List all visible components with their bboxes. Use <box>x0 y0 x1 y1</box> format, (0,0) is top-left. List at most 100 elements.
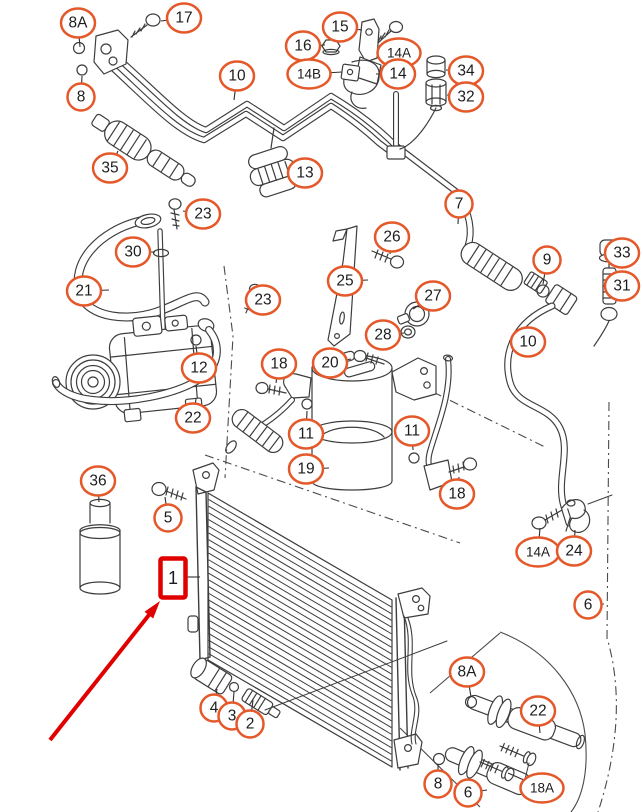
svg-text:20: 20 <box>321 355 339 372</box>
svg-text:8A: 8A <box>69 15 89 32</box>
svg-text:8: 8 <box>434 776 443 793</box>
bolt-5-drawing <box>151 481 187 501</box>
valve-caps-drawing <box>425 55 447 112</box>
svg-text:30: 30 <box>124 244 142 261</box>
highlight-box-1[interactable]: 1 <box>158 556 188 600</box>
callout-15[interactable]: 15 <box>321 11 359 43</box>
pipe-flange-drawing <box>72 13 161 76</box>
o-ring-8a-drawing <box>72 41 86 55</box>
callout-28[interactable]: 28 <box>364 319 402 351</box>
callout-36[interactable]: 36 <box>79 465 117 497</box>
callout-7[interactable]: 7 <box>444 189 474 219</box>
svg-text:8A: 8A <box>458 664 478 681</box>
callout-2[interactable]: 2 <box>235 709 265 739</box>
callout-9[interactable]: 9 <box>532 245 562 275</box>
callout-26[interactable]: 26 <box>373 221 411 253</box>
callout-25[interactable]: 25 <box>326 265 364 297</box>
callout-24[interactable]: 24 <box>555 535 593 567</box>
callout-14[interactable]: 14 <box>379 58 417 90</box>
callout-6[interactable]: 6 <box>573 590 603 620</box>
callout-13[interactable]: 13 <box>286 157 324 189</box>
svg-text:22: 22 <box>184 410 201 427</box>
callout-22[interactable]: 22 <box>519 695 557 727</box>
callout-10[interactable]: 10 <box>509 326 547 358</box>
callout-8[interactable]: 8 <box>66 82 96 112</box>
oil-bottle-drawing <box>79 498 121 595</box>
svg-text:14: 14 <box>389 66 407 83</box>
callout-11[interactable]: 11 <box>287 418 325 450</box>
callout-23[interactable]: 23 <box>244 284 282 316</box>
svg-text:4: 4 <box>210 700 219 717</box>
svg-text:2: 2 <box>246 716 255 733</box>
callout-20[interactable]: 20 <box>311 347 349 379</box>
svg-text:10: 10 <box>228 68 246 85</box>
svg-text:6: 6 <box>464 785 473 802</box>
callout-12[interactable]: 12 <box>180 352 218 384</box>
o-ring-11a-drawing <box>301 398 313 410</box>
hose-7-drawing <box>454 189 578 527</box>
svg-text:12: 12 <box>190 360 207 377</box>
drier-bracket-drawing <box>391 357 437 401</box>
callout-34[interactable]: 34 <box>447 55 485 87</box>
svg-text:1: 1 <box>168 568 178 588</box>
callout-35[interactable]: 35 <box>91 152 129 184</box>
callout-27[interactable]: 27 <box>414 280 452 312</box>
svg-text:18A: 18A <box>530 781 554 796</box>
callout-8A[interactable]: 8A <box>448 656 486 688</box>
bolt-23a-drawing <box>168 198 182 210</box>
svg-text:21: 21 <box>75 283 92 300</box>
callout-32[interactable]: 32 <box>447 81 485 113</box>
screw-18a-1-drawing <box>479 758 515 782</box>
svg-text:18: 18 <box>270 356 287 373</box>
svg-text:14B: 14B <box>297 67 321 82</box>
callout-23[interactable]: 23 <box>184 198 222 230</box>
svg-text:18: 18 <box>448 486 465 503</box>
callout-8A[interactable]: 8A <box>59 7 97 39</box>
callout-14A[interactable]: 14A <box>515 536 561 568</box>
hose-21-drawing <box>73 198 262 333</box>
callout-21[interactable]: 21 <box>65 275 103 307</box>
o-ring-8-drawing <box>76 64 88 76</box>
svg-text:11: 11 <box>298 426 314 443</box>
callout-8[interactable]: 8 <box>423 769 453 799</box>
svg-text:36: 36 <box>89 473 106 490</box>
callout-16[interactable]: 16 <box>284 30 322 62</box>
callout-11[interactable]: 11 <box>393 415 431 447</box>
svg-text:9: 9 <box>543 252 552 269</box>
callout-22[interactable]: 22 <box>174 402 212 434</box>
callout-18A[interactable]: 18A <box>519 772 565 804</box>
callout-18[interactable]: 18 <box>260 348 298 380</box>
ribbed-hose-drawing <box>91 113 196 187</box>
svg-text:15: 15 <box>331 19 348 36</box>
svg-text:32: 32 <box>457 89 474 106</box>
callout-30[interactable]: 30 <box>114 236 152 268</box>
svg-text:19: 19 <box>297 461 314 478</box>
svg-text:23: 23 <box>194 206 211 223</box>
condenser-drawing <box>187 462 431 771</box>
highlight-arrow <box>48 601 160 742</box>
pipe-bracket-drawing <box>321 18 404 109</box>
hose-22-drawing <box>53 327 220 404</box>
callout-33[interactable]: 33 <box>603 237 641 269</box>
svg-text:25: 25 <box>336 273 353 290</box>
o-ring-8b-drawing <box>432 752 446 766</box>
svg-text:34: 34 <box>457 63 475 80</box>
callout-5[interactable]: 5 <box>153 503 183 533</box>
callout-17[interactable]: 17 <box>165 2 203 34</box>
o-ring-9-drawing <box>536 284 550 298</box>
callout-14B[interactable]: 14B <box>286 58 332 90</box>
bolt-14a-top-drawing <box>388 20 404 34</box>
callout-6[interactable]: 6 <box>453 778 483 808</box>
callout-31[interactable]: 31 <box>603 270 641 302</box>
svg-text:11: 11 <box>404 423 420 440</box>
svg-text:22: 22 <box>529 703 546 720</box>
callout-10[interactable]: 10 <box>218 60 256 92</box>
svg-text:8: 8 <box>77 89 86 106</box>
svg-text:31: 31 <box>613 278 630 295</box>
callout-14A[interactable]: 14A <box>376 37 422 69</box>
callout-19[interactable]: 19 <box>287 453 325 485</box>
callout-18[interactable]: 18 <box>438 478 476 510</box>
svg-text:26: 26 <box>383 229 400 246</box>
svg-text:24: 24 <box>565 543 583 560</box>
grommet-link-line <box>270 127 275 149</box>
